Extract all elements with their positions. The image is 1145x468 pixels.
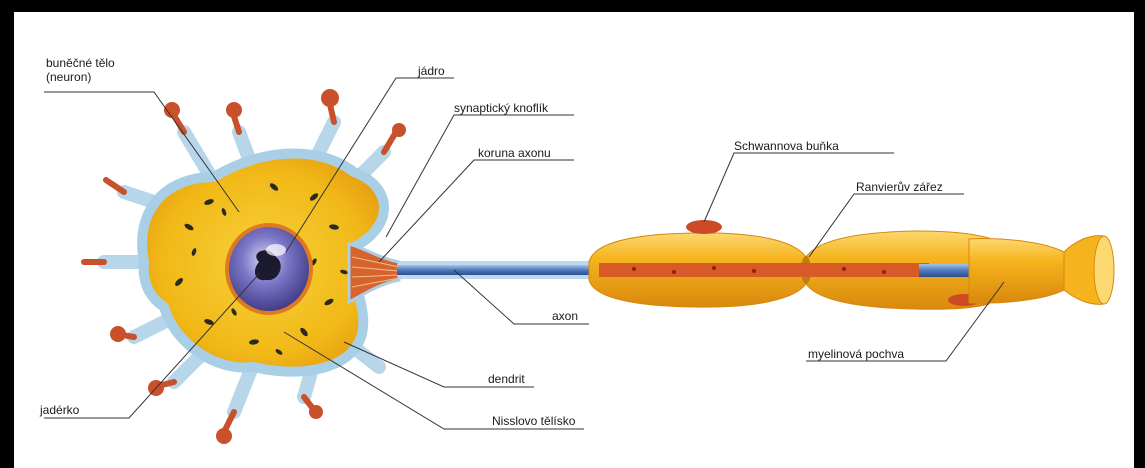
label-cell-body-line1: buněčné tělo (46, 56, 115, 70)
neuron-diagram-frame: buněčné tělo (neuron) jádro synaptický k… (14, 12, 1134, 468)
label-node-of-ranvier: Ranvierův zářez (856, 180, 943, 194)
myelin-sheath-end (969, 239, 1072, 304)
label-cell-body: buněčné tělo (neuron) (46, 56, 115, 84)
label-nissl-body: Nisslovo tělísko (492, 414, 575, 428)
label-nucleolus: jadérko (40, 403, 79, 417)
label-axon-hillock: koruna axonu (478, 146, 551, 160)
label-dendrite: dendrit (488, 372, 525, 386)
label-axon: axon (552, 309, 578, 323)
label-nucleus: jádro (418, 64, 445, 78)
axon-hillock (349, 244, 399, 302)
label-schwann-cell: Schwannova buňka (734, 139, 839, 153)
label-cell-body-line2: (neuron) (46, 70, 115, 84)
schwann-cell (686, 220, 722, 234)
label-synaptic-knob: synaptický knoflík (454, 101, 548, 115)
label-myelin-sheath: myelinová pochva (808, 347, 904, 361)
neuron-illustration (14, 12, 1134, 468)
